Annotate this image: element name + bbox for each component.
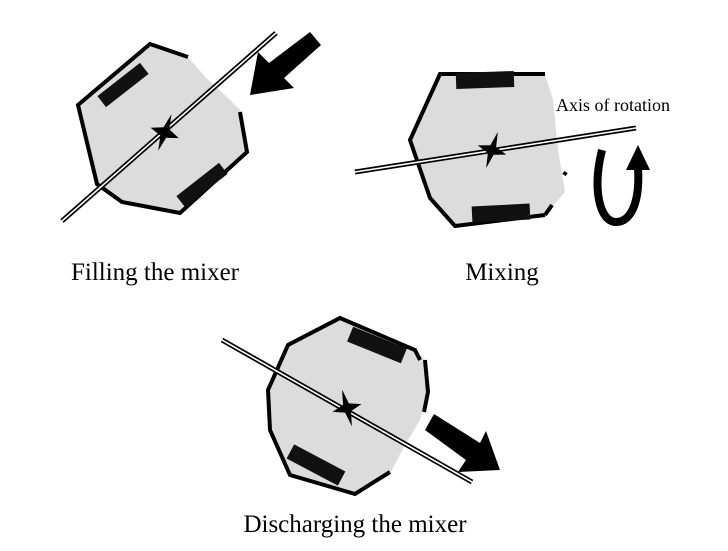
discharging-paddle-top (347, 326, 407, 364)
mixing-stage: Axis of rotation Mixing (354, 70, 670, 286)
rotation-arrow-head (626, 145, 650, 170)
filling-caption: Filling the mixer (71, 259, 240, 286)
discharge-direction-arrow-icon (425, 414, 500, 472)
mixing-paddle-top (455, 70, 515, 90)
discharging-caption: Discharging the mixer (243, 511, 467, 538)
discharging-drum-outline (265, 315, 422, 497)
discharging-drum-outline-right (422, 359, 431, 413)
axis-of-rotation-label: Axis of rotation (556, 95, 670, 115)
filling-paddle-bottom (176, 162, 228, 208)
mixing-caption: Mixing (465, 259, 539, 286)
mixing-drum-outline-right (543, 170, 568, 217)
mixing-paddle-bottom (471, 203, 531, 223)
rotation-center-star-icon (150, 114, 179, 151)
filling-stage: Filling the mixer (60, 31, 321, 286)
discharging-stage: Discharging the mixer (220, 315, 500, 538)
rotation-center-star-icon (477, 131, 507, 169)
fill-direction-arrow-icon (250, 32, 321, 95)
rotation-center-star-icon (332, 389, 362, 427)
discharging-paddle-bottom (286, 444, 346, 486)
filling-paddle-top (97, 62, 149, 108)
rotation-arrow-icon (593, 149, 643, 227)
filling-drum-outline (75, 41, 250, 216)
